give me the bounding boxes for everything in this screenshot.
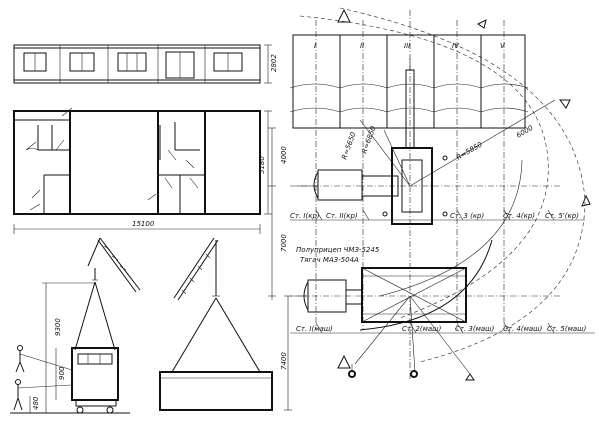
crane-side-7000-label: 7000 bbox=[280, 234, 288, 252]
vehicle-label-line1: Полуприцеп ЧМЗ-5245 bbox=[296, 246, 380, 254]
radius-6000-label: 6000 bbox=[515, 124, 535, 140]
bay-label-3: III bbox=[404, 42, 410, 50]
radius-5850-label: R=5850 bbox=[455, 140, 484, 161]
lower-station-2: Ст. 2(маш) bbox=[402, 325, 442, 333]
radius-5650-label: R=5650 bbox=[340, 131, 357, 161]
lower-station-5: Ст. 5(маш) bbox=[547, 325, 587, 333]
lower-station-1: Ст. I(маш) bbox=[296, 325, 333, 333]
sling-height-label: 7400 bbox=[280, 352, 288, 370]
plan-depth-label: 5180 bbox=[258, 156, 266, 174]
upper-station-5: Ст. 5'(кр) bbox=[545, 212, 579, 220]
bay-label-2: II bbox=[360, 42, 364, 50]
upper-station-4: Ст. 4(кр) bbox=[503, 212, 535, 220]
facade-elevation: 2802 bbox=[13, 44, 278, 84]
low-900-label: 900 bbox=[58, 366, 66, 380]
upper-station-1: Ст. I(кр) bbox=[290, 212, 320, 220]
bay-label-1: I bbox=[314, 42, 316, 50]
warning-triangle-icon-lower bbox=[337, 354, 351, 369]
crane-site-plan: I II III IV V 6000 R=5850 R=5650 R=6850 bbox=[268, 7, 595, 381]
upper-station-2: Ст. II(кр) bbox=[326, 212, 358, 220]
upper-station-3: Ст. 3 (кр) bbox=[450, 212, 484, 220]
wall-height-label: 2802 bbox=[270, 54, 278, 72]
lift-height-label: 9300 bbox=[54, 318, 62, 336]
low-480-label: 480 bbox=[32, 396, 40, 410]
crane-lift-elevation: 9300 900 480 bbox=[10, 237, 141, 414]
crane-side-4000-label: 4000 bbox=[280, 146, 288, 164]
plan-width-label: 15100 bbox=[132, 220, 155, 228]
vehicle-label-line2: Тягач МАЗ-504А bbox=[300, 256, 359, 264]
bay-label-4: IV bbox=[452, 42, 460, 50]
lower-station-4: Ст. 4(маш) bbox=[503, 325, 543, 333]
floor-plan: 15100 5180 bbox=[13, 107, 272, 234]
warning-triangle-icon bbox=[337, 8, 351, 23]
lower-station-3: Ст. 3(маш) bbox=[455, 325, 495, 333]
sling-elevation: 7400 bbox=[159, 237, 292, 411]
bay-label-5: V bbox=[500, 42, 506, 50]
